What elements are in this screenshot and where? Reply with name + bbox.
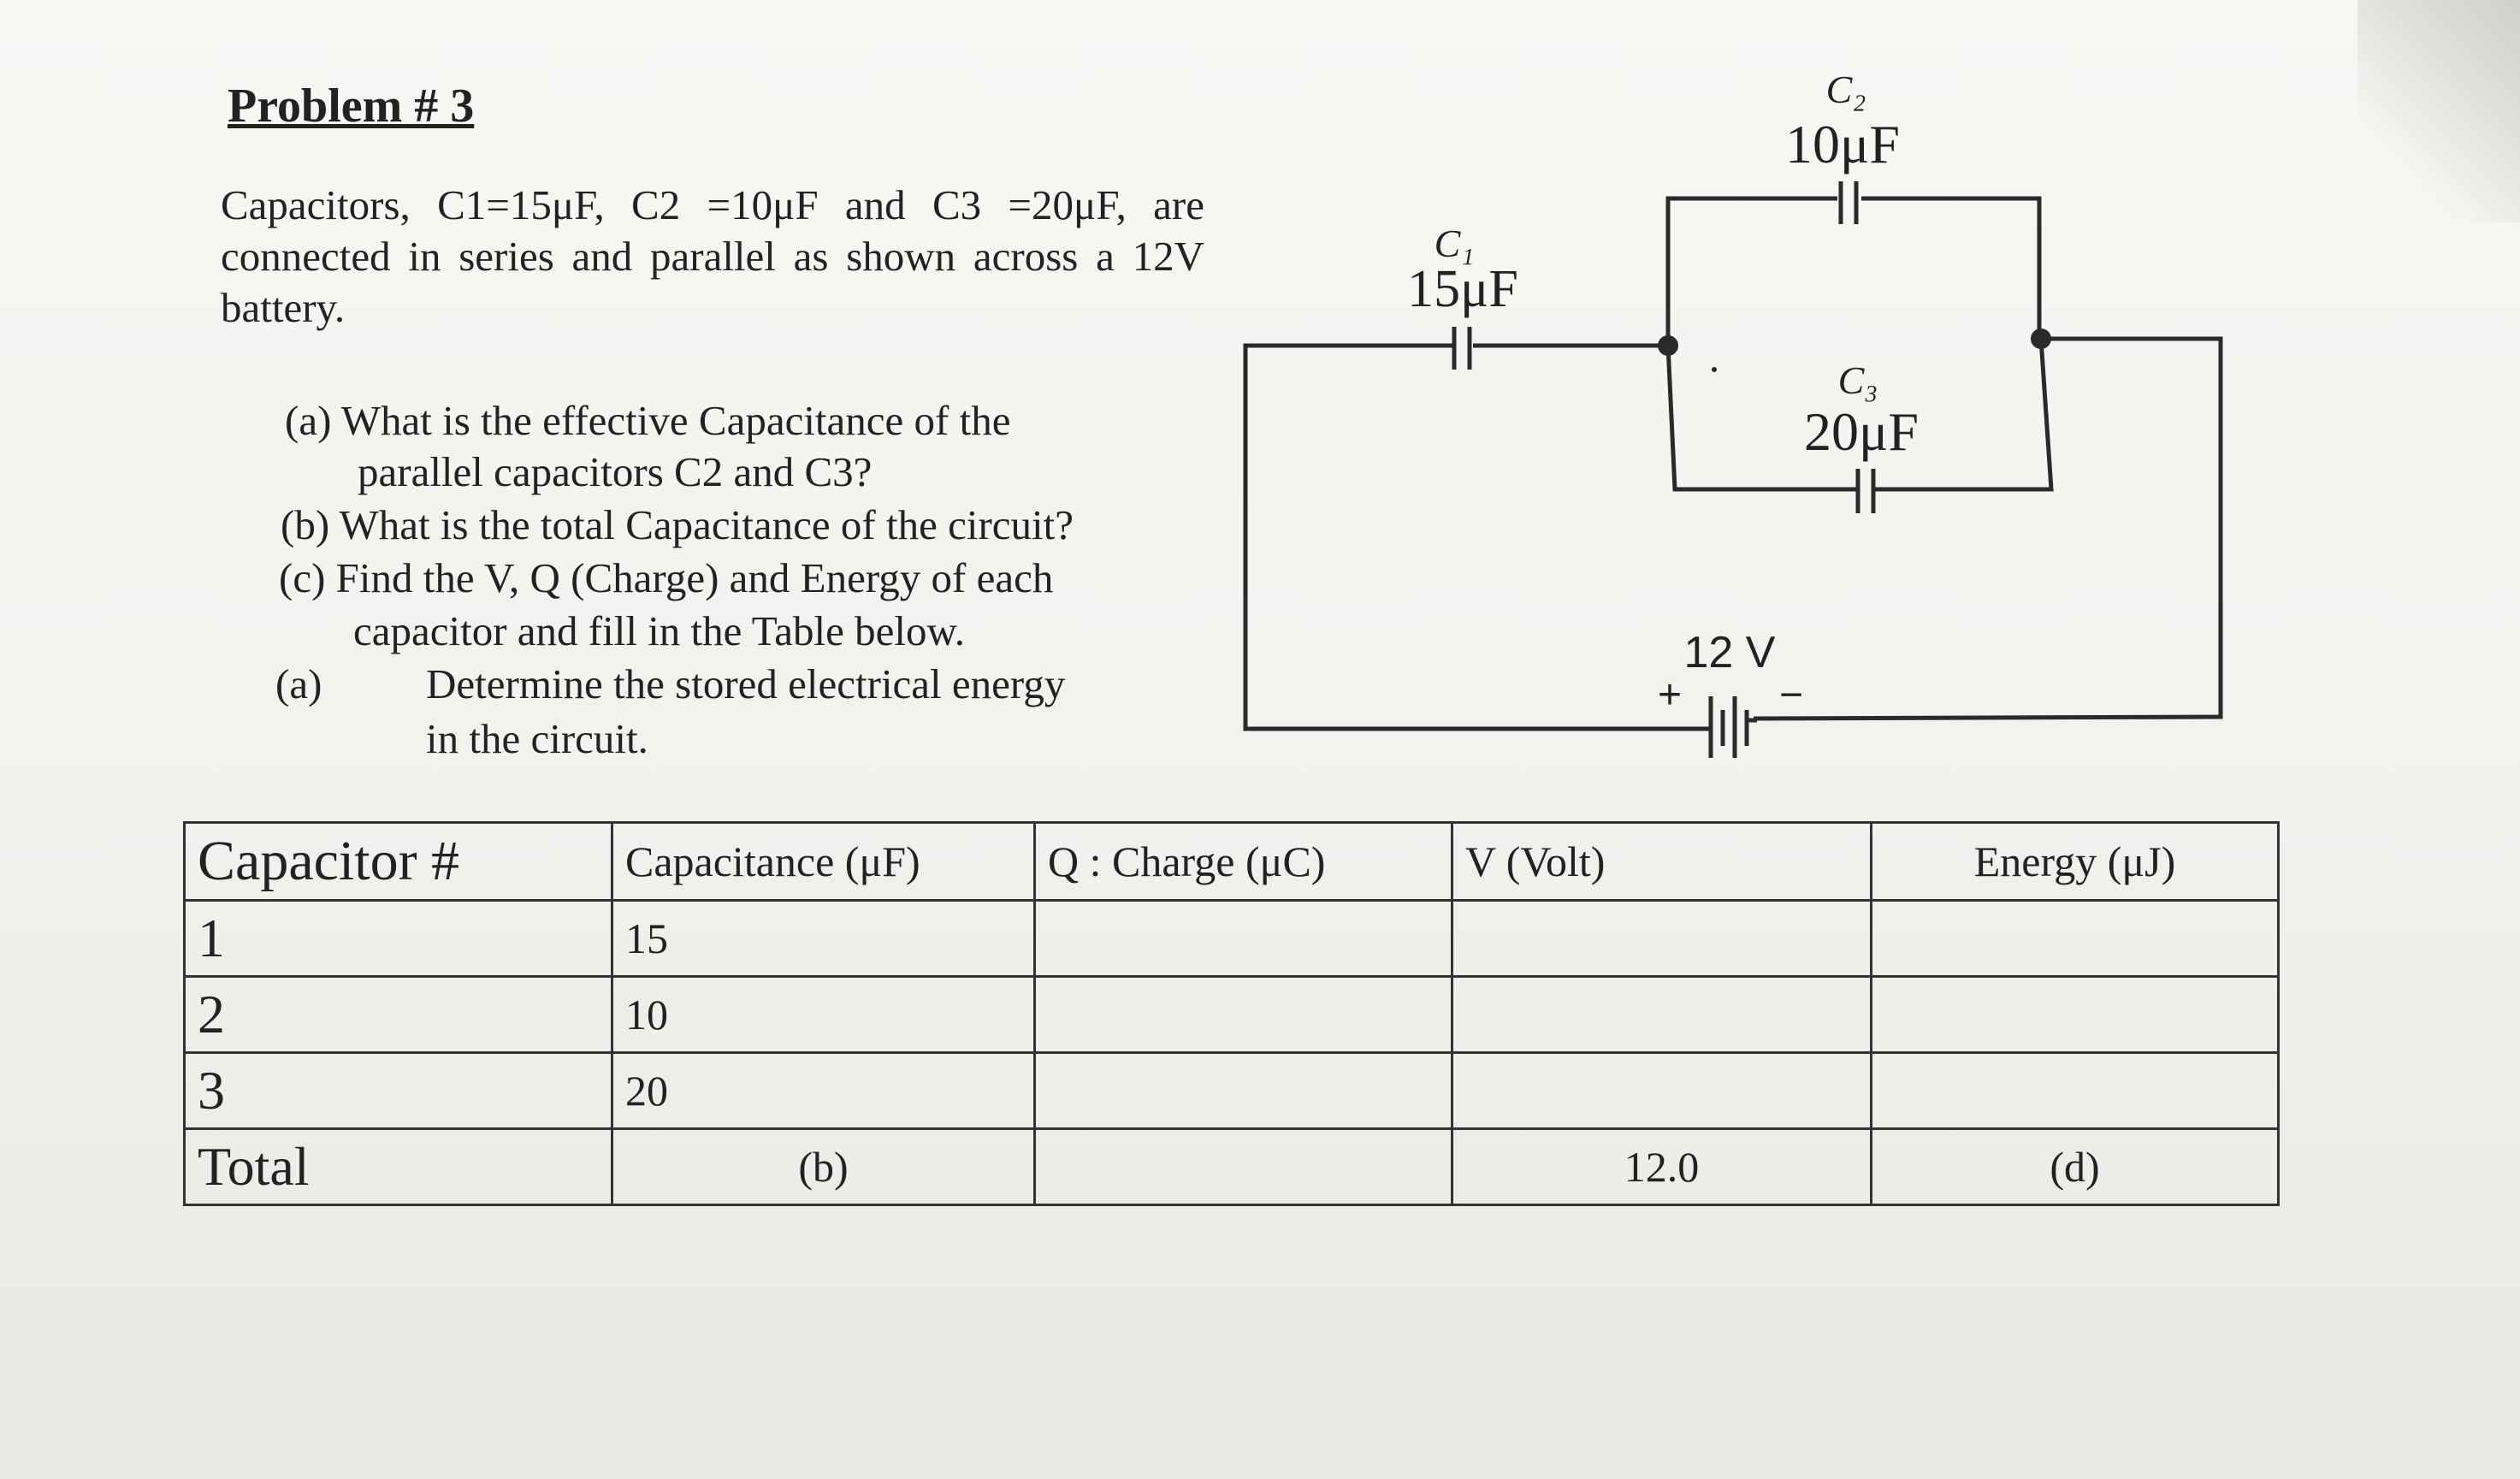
capacitor-c1-symbol (1452, 327, 1472, 370)
header-capacitance: Capacitance (μF) (611, 820, 1036, 902)
question-a-line2: parallel capacitors C2 and C3? (358, 448, 873, 495)
problem-title: Problem # 3 (228, 80, 475, 133)
cell-capacitor-id: 2 (183, 975, 613, 1055)
c3-value-label: 20μF (1804, 401, 1919, 462)
c2-value-label: 10μF (1785, 114, 1900, 175)
page-corner-shadow (2357, 0, 2520, 222)
c3-name-label: C₃ (1838, 358, 1878, 402)
cell-charge (1033, 899, 1453, 979)
wire-top-right (1861, 196, 2042, 339)
question-c-line1: (c) Find the V, Q (Charge) and Energy of… (279, 554, 1054, 601)
results-table: Capacitor # Capacitance (μF) Q : Charge … (183, 820, 2280, 1206)
wire-bottom-left (1665, 345, 1856, 492)
capacitor-c2-symbol (1838, 181, 1859, 224)
junction-node-right (2031, 328, 2051, 349)
cell-capacitance: 20 (611, 1051, 1036, 1131)
question-d-line1: Determine the stored electrical energy (426, 660, 1066, 707)
battery-plus-label: + (1658, 672, 1682, 718)
wire-bottom-right (1875, 338, 2054, 492)
cell-charge (1033, 975, 1453, 1055)
question-a-line1: What is the effective Capacitance of the (340, 397, 1011, 444)
question-a-label: (a) What is the effective Capacitance of… (285, 397, 1011, 444)
battery-symbol (1702, 696, 1757, 758)
pen-dot (1712, 367, 1717, 372)
cell-energy (1870, 975, 2280, 1055)
header-charge: Q : Charge (μC) (1033, 820, 1453, 902)
cell-energy (1870, 1051, 2280, 1131)
junction-node-left (1658, 335, 1678, 356)
c2-name-label: C₂ (1826, 68, 1866, 111)
problem-intro: Capacitors, C1=15μF, C2 =10μF and C3 =20… (221, 181, 1204, 331)
circuit-wires (1243, 196, 2223, 731)
table-row: 3 20 (183, 1051, 2280, 1131)
cell-capacitance: 15 (611, 899, 1036, 979)
cell-total-energy: (d) (1870, 1127, 2280, 1206)
capacitor-c3-symbol (1855, 469, 1876, 513)
header-energy: Energy (μJ) (1870, 820, 2280, 902)
table-row-total: Total (b) 12.0 (d) (183, 1127, 2280, 1206)
question-d-label: (a) (275, 660, 322, 707)
cell-capacitor-id: 1 (183, 899, 613, 979)
battery-voltage-label: 12 V (1684, 628, 1776, 677)
cell-capacitor-id: 3 (183, 1051, 613, 1131)
cell-charge (1033, 1051, 1453, 1131)
header-capacitor: Capacitor # (183, 820, 613, 902)
cell-voltage (1451, 899, 1872, 979)
cell-voltage (1451, 1051, 1872, 1131)
header-voltage: V (Volt) (1451, 820, 1872, 902)
cell-total-label: Total (183, 1127, 613, 1206)
cell-total-voltage: 12.0 (1451, 1127, 1872, 1206)
table-row: 1 15 (183, 899, 2280, 979)
cell-energy (1870, 899, 2280, 979)
c1-value-label: 15μF (1407, 260, 1518, 318)
battery-minus-label: − (1779, 672, 1803, 718)
cell-capacitance: 10 (611, 975, 1036, 1055)
cell-voltage (1451, 975, 1872, 1055)
question-d-line2: in the circuit. (426, 715, 648, 762)
wire-top-left (1665, 196, 1837, 346)
c1-name-label: C₁ (1435, 222, 1475, 265)
cell-total-charge (1033, 1127, 1453, 1206)
wire-left (1243, 343, 1702, 731)
cell-total-capacitance: (b) (611, 1127, 1036, 1206)
question-b: (b) What is the total Capacitance of the… (281, 501, 1074, 548)
table-row: 2 10 (183, 975, 2280, 1055)
table-header-row: Capacitor # Capacitance (μF) Q : Charge … (183, 820, 2280, 902)
question-c-line2: capacitor and fill in the Table below. (353, 607, 965, 654)
wire-right (1753, 336, 2223, 721)
